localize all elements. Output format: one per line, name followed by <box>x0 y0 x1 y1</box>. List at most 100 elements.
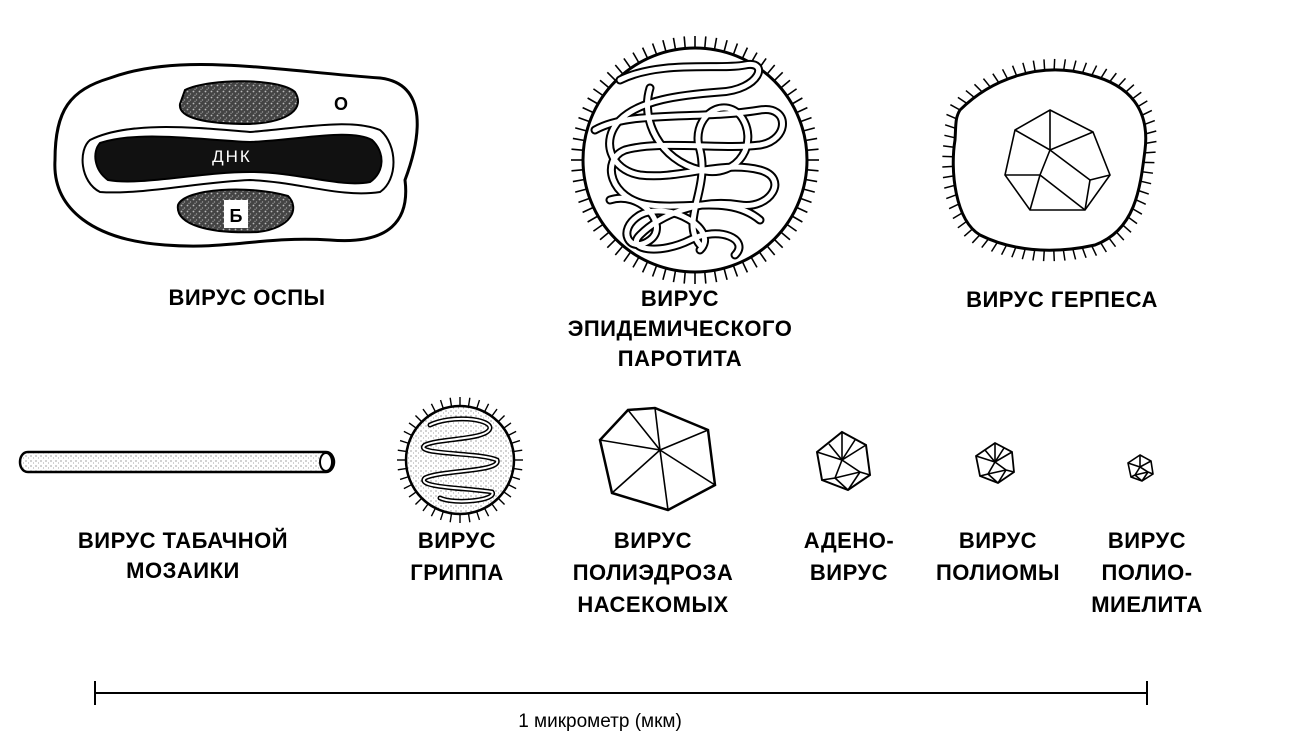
smallpox-marker-o: О <box>334 94 348 114</box>
surface-spike <box>1115 231 1125 241</box>
tmv-rod-end <box>319 452 333 472</box>
surface-spike <box>982 78 991 88</box>
polyoma-label-line-2: ПОЛИОМЫ <box>936 560 1060 585</box>
polyhedrosis-facets <box>599 407 716 511</box>
surface-spike <box>1011 65 1018 77</box>
influenza-label-line-1: ВИРУС <box>418 528 496 553</box>
herpes-virus: ВИРУС ГЕРПЕСА <box>942 58 1158 312</box>
influenza-label-line-2: ГРИППА <box>410 560 503 585</box>
surface-spike <box>1131 91 1142 100</box>
surface-spike <box>1145 140 1157 145</box>
polyoma-facets <box>975 443 1015 484</box>
smallpox-label: ВИРУС ОСПЫ <box>168 285 325 310</box>
tmv-label-line-2: МОЗАИКИ <box>126 558 240 583</box>
polyhedrosis-label-line-2: ПОЛИЭДРОЗА <box>573 560 734 585</box>
surface-spike <box>942 175 954 179</box>
smallpox-virus: ДНК О Б ВИРУС ОСПЫ <box>53 62 419 310</box>
surface-spike <box>1072 248 1077 260</box>
surface-spike <box>992 73 1000 84</box>
mumps-label-line-3: ПАРОТИТА <box>618 346 742 371</box>
polyoma-label-line-1: ВИРУС <box>959 528 1037 553</box>
surface-spike <box>942 165 954 168</box>
herpes-capsid <box>1004 109 1111 211</box>
surface-spike <box>1072 60 1077 72</box>
surface-spike <box>1032 60 1036 72</box>
surface-spike <box>1090 245 1098 256</box>
surface-spike <box>1062 59 1067 71</box>
surface-spike <box>1108 237 1117 248</box>
surface-spike <box>1125 84 1135 93</box>
surface-spike <box>957 96 968 105</box>
surface-spike <box>1145 130 1157 135</box>
mumps-nucleocapsid-inner <box>592 61 785 258</box>
surface-spike <box>1137 100 1148 108</box>
scale-bar: 1 микрометр (мкм) <box>94 681 1148 732</box>
surface-spike <box>1135 198 1147 205</box>
surface-spike <box>1000 244 1008 256</box>
surface-spike <box>1053 58 1056 70</box>
surface-spike <box>1144 151 1156 154</box>
adenovirus: АДЕНО- ВИРУС <box>804 430 894 585</box>
smallpox-marker-b-bg <box>224 200 248 228</box>
herpes-envelope <box>951 68 1148 252</box>
surface-spike <box>952 212 963 220</box>
surface-spike <box>957 220 968 229</box>
tmv-virus: ВИРУС ТАБАЧНОЙ МОЗАИКИ <box>18 450 336 583</box>
surface-spike <box>1011 246 1017 258</box>
smallpox-dna-core <box>94 133 383 185</box>
surface-spike <box>1109 72 1117 83</box>
surface-spike <box>1022 62 1027 74</box>
surface-spike <box>1141 171 1154 174</box>
adenovirus-facets <box>816 432 871 491</box>
surface-spike <box>1144 119 1156 126</box>
surface-spike <box>944 134 956 139</box>
polio-label-line-1: ВИРУС <box>1108 528 1186 553</box>
surface-spike <box>973 83 983 93</box>
surface-spike <box>1117 77 1127 87</box>
surface-spike <box>1132 207 1143 215</box>
surface-spike <box>1081 247 1087 259</box>
surface-spike <box>1100 68 1108 79</box>
surface-spike <box>1021 248 1027 260</box>
surface-spike <box>948 203 960 210</box>
surface-spike <box>950 104 961 111</box>
polio-virus: ВИРУС ПОЛИО- МИЕЛИТА <box>1091 454 1202 617</box>
polyhedrosis-virus: ВИРУС ПОЛИЭДРОЗА НАСЕКОМЫХ <box>573 406 734 617</box>
adenovirus-label-line-1: АДЕНО- <box>804 528 894 553</box>
surface-spike <box>1122 224 1132 233</box>
polio-label-line-2: ПОЛИО- <box>1101 560 1192 585</box>
surface-spike <box>1099 242 1108 253</box>
smallpox-core-membrane <box>81 123 395 195</box>
herpes-label: ВИРУС ГЕРПЕСА <box>966 287 1158 312</box>
surface-spike <box>946 193 957 200</box>
mumps-label-line-1: ВИРУС <box>641 286 719 311</box>
smallpox-marker-b: Б <box>230 206 243 226</box>
surface-spike <box>1001 68 1009 80</box>
surface-spike <box>943 145 955 149</box>
herpes-spikes <box>942 58 1157 262</box>
surface-spike <box>965 89 975 99</box>
surface-spike <box>1127 216 1138 225</box>
smallpox-lateral-body-top <box>178 80 299 126</box>
influenza-nucleocapsid-inner <box>422 417 499 503</box>
surface-spike <box>1043 59 1046 71</box>
mumps-virus: ВИРУС ЭПИДЕМИЧЕСКОГО ПАРОТИТА <box>568 36 819 371</box>
tmv-rod <box>18 450 336 474</box>
polyhedrosis-capsid <box>598 406 717 512</box>
mumps-label-line-2: ЭПИДЕМИЧЕСКОГО <box>568 316 793 341</box>
surface-spike <box>946 113 957 120</box>
surface-spike <box>1081 62 1088 74</box>
surface-spike <box>963 228 973 237</box>
surface-spike <box>1091 65 1098 76</box>
surface-spike <box>1138 189 1150 195</box>
surface-spike <box>944 124 956 130</box>
adenovirus-label-line-2: ВИРУС <box>810 560 888 585</box>
surface-spike <box>971 234 981 244</box>
polyhedrosis-label-line-3: НАСЕКОМЫХ <box>577 592 728 617</box>
surface-spike <box>1141 109 1153 116</box>
surface-spike <box>990 241 999 252</box>
influenza-virus: ВИРУС ГРИППА <box>397 397 523 585</box>
polio-facets <box>1127 455 1154 482</box>
surface-spike <box>1140 180 1152 185</box>
